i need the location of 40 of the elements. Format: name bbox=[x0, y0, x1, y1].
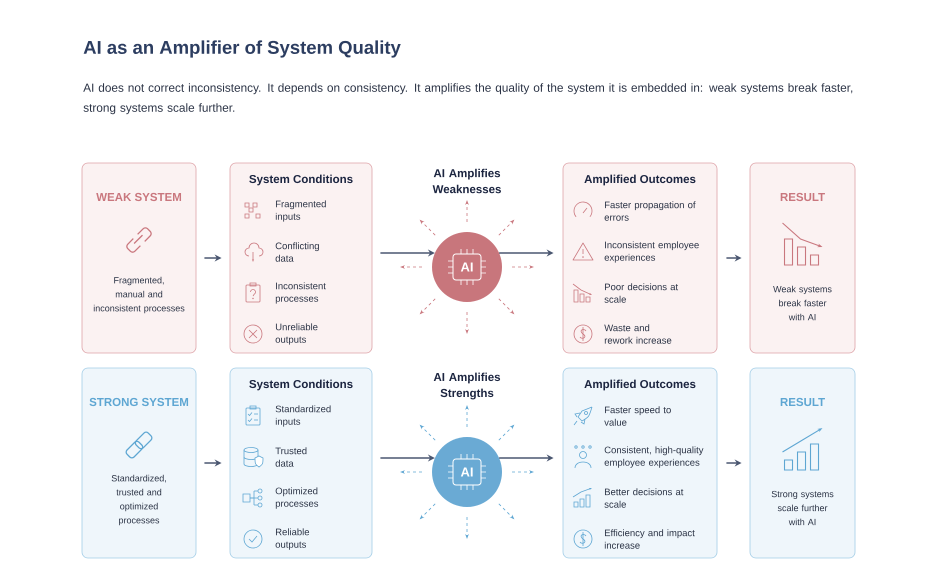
heading: System Conditions bbox=[249, 174, 353, 186]
list-item: Faster propagation of errors bbox=[604, 201, 696, 221]
list-item: Reliable outputs bbox=[276, 528, 310, 550]
list-item: Optimized processes bbox=[276, 487, 318, 509]
result-card bbox=[750, 368, 856, 558]
list-item: Fragmented inputs bbox=[276, 200, 326, 222]
description: Fragmented, manual and inconsistent processes bbox=[94, 276, 184, 314]
heading: Amplified Outcomes bbox=[584, 174, 696, 186]
description: Strong systems scale further with AI bbox=[772, 490, 834, 526]
conditions-card bbox=[230, 162, 372, 354]
description: Standardized, trusted and optimized processes bbox=[112, 474, 166, 526]
list-item: Better decisions at scale bbox=[604, 488, 684, 508]
list-item: Faster speed to value bbox=[604, 406, 671, 426]
list-item: Consistent, high-quality employee experiences bbox=[604, 446, 704, 468]
description: Weak systems break faster with AI bbox=[773, 286, 832, 320]
list-item: Waste and rework increase bbox=[604, 324, 672, 344]
heading: AI Amplifies Weaknesses bbox=[432, 168, 501, 194]
heading: Amplified Outcomes bbox=[584, 380, 696, 390]
list-item: Efficiency and impact increase bbox=[604, 529, 695, 549]
conditions-card bbox=[230, 368, 372, 558]
list-item: Unreliable outputs bbox=[276, 323, 318, 345]
list-item: Inconsistent employee experiences bbox=[604, 241, 699, 263]
caption: AI does not correct inconsistency. It depends on consistency. It amplifies the quality of the system it is embedded in: weak systems break faster, strong systems scale further. bbox=[83, 83, 852, 114]
result-card bbox=[750, 162, 856, 354]
list-item: Conflicting data bbox=[276, 242, 319, 262]
heading: WEAK SYSTEM bbox=[96, 192, 182, 202]
heading: RESULT bbox=[780, 192, 825, 202]
heading: STRONG SYSTEM bbox=[90, 398, 188, 406]
outcomes-card bbox=[562, 162, 718, 354]
heading: AI Amplifies Strengths bbox=[434, 372, 500, 400]
list-item: Standardized inputs bbox=[276, 405, 331, 427]
system-card bbox=[82, 368, 196, 558]
system-card bbox=[82, 162, 196, 354]
heading: RESULT bbox=[780, 398, 825, 406]
title: AI as an Amplifier of System Quality bbox=[84, 40, 401, 58]
list-item: Poor decisions at scale bbox=[604, 283, 678, 303]
heading: System Conditions bbox=[249, 380, 353, 390]
list-item: Inconsistent processes bbox=[276, 282, 326, 304]
outcomes-card bbox=[562, 368, 718, 558]
list-item: Trusted data bbox=[275, 447, 306, 467]
